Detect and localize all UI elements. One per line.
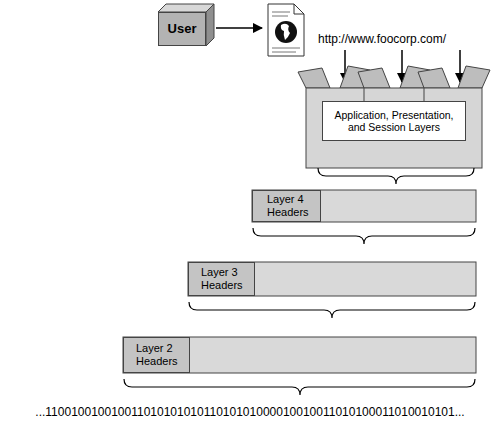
layer-box: Application, Presentation, and Session L…: [322, 101, 466, 141]
flow-arrow: [459, 50, 461, 82]
document-line: [272, 52, 296, 53]
document-line: [272, 16, 288, 17]
box-side-face: [206, 4, 214, 46]
header-box: Layer 3 Headers: [188, 262, 255, 296]
node-label: Layer 2 Headers: [136, 342, 185, 367]
document-line: [272, 48, 300, 49]
carton-divider: [364, 88, 365, 101]
globe-icon: [275, 21, 297, 43]
curly-brace: [124, 168, 475, 395]
carton-divider: [424, 88, 425, 101]
node-label: Layer 3 Headers: [201, 266, 250, 291]
flow-arrow: [401, 50, 403, 82]
document-line: [272, 12, 290, 13]
packet-payload: [188, 262, 476, 296]
packet-payload: [252, 190, 476, 222]
carton-body: [306, 88, 482, 168]
box-flaps: [298, 66, 490, 88]
document-fold: [294, 4, 304, 14]
header-box: Layer 2 Headers: [123, 337, 190, 373]
url-label: http://www.foocorp.com/: [318, 32, 488, 46]
packet-payload: [123, 337, 476, 373]
bit-stream: ...1100100100100110101010101101010100001…: [0, 405, 500, 419]
box-top-face: [158, 4, 214, 12]
node-label: User: [159, 22, 205, 37]
flow-arrow: [216, 27, 262, 29]
header-box: Layer 4 Headers: [252, 190, 321, 222]
node-label: Application, Presentation, and Session L…: [325, 109, 463, 133]
node-label: Layer 4 Headers: [267, 193, 316, 218]
globe-land: [281, 24, 290, 40]
actor-box: User: [158, 12, 206, 46]
document-icon: [268, 4, 304, 56]
